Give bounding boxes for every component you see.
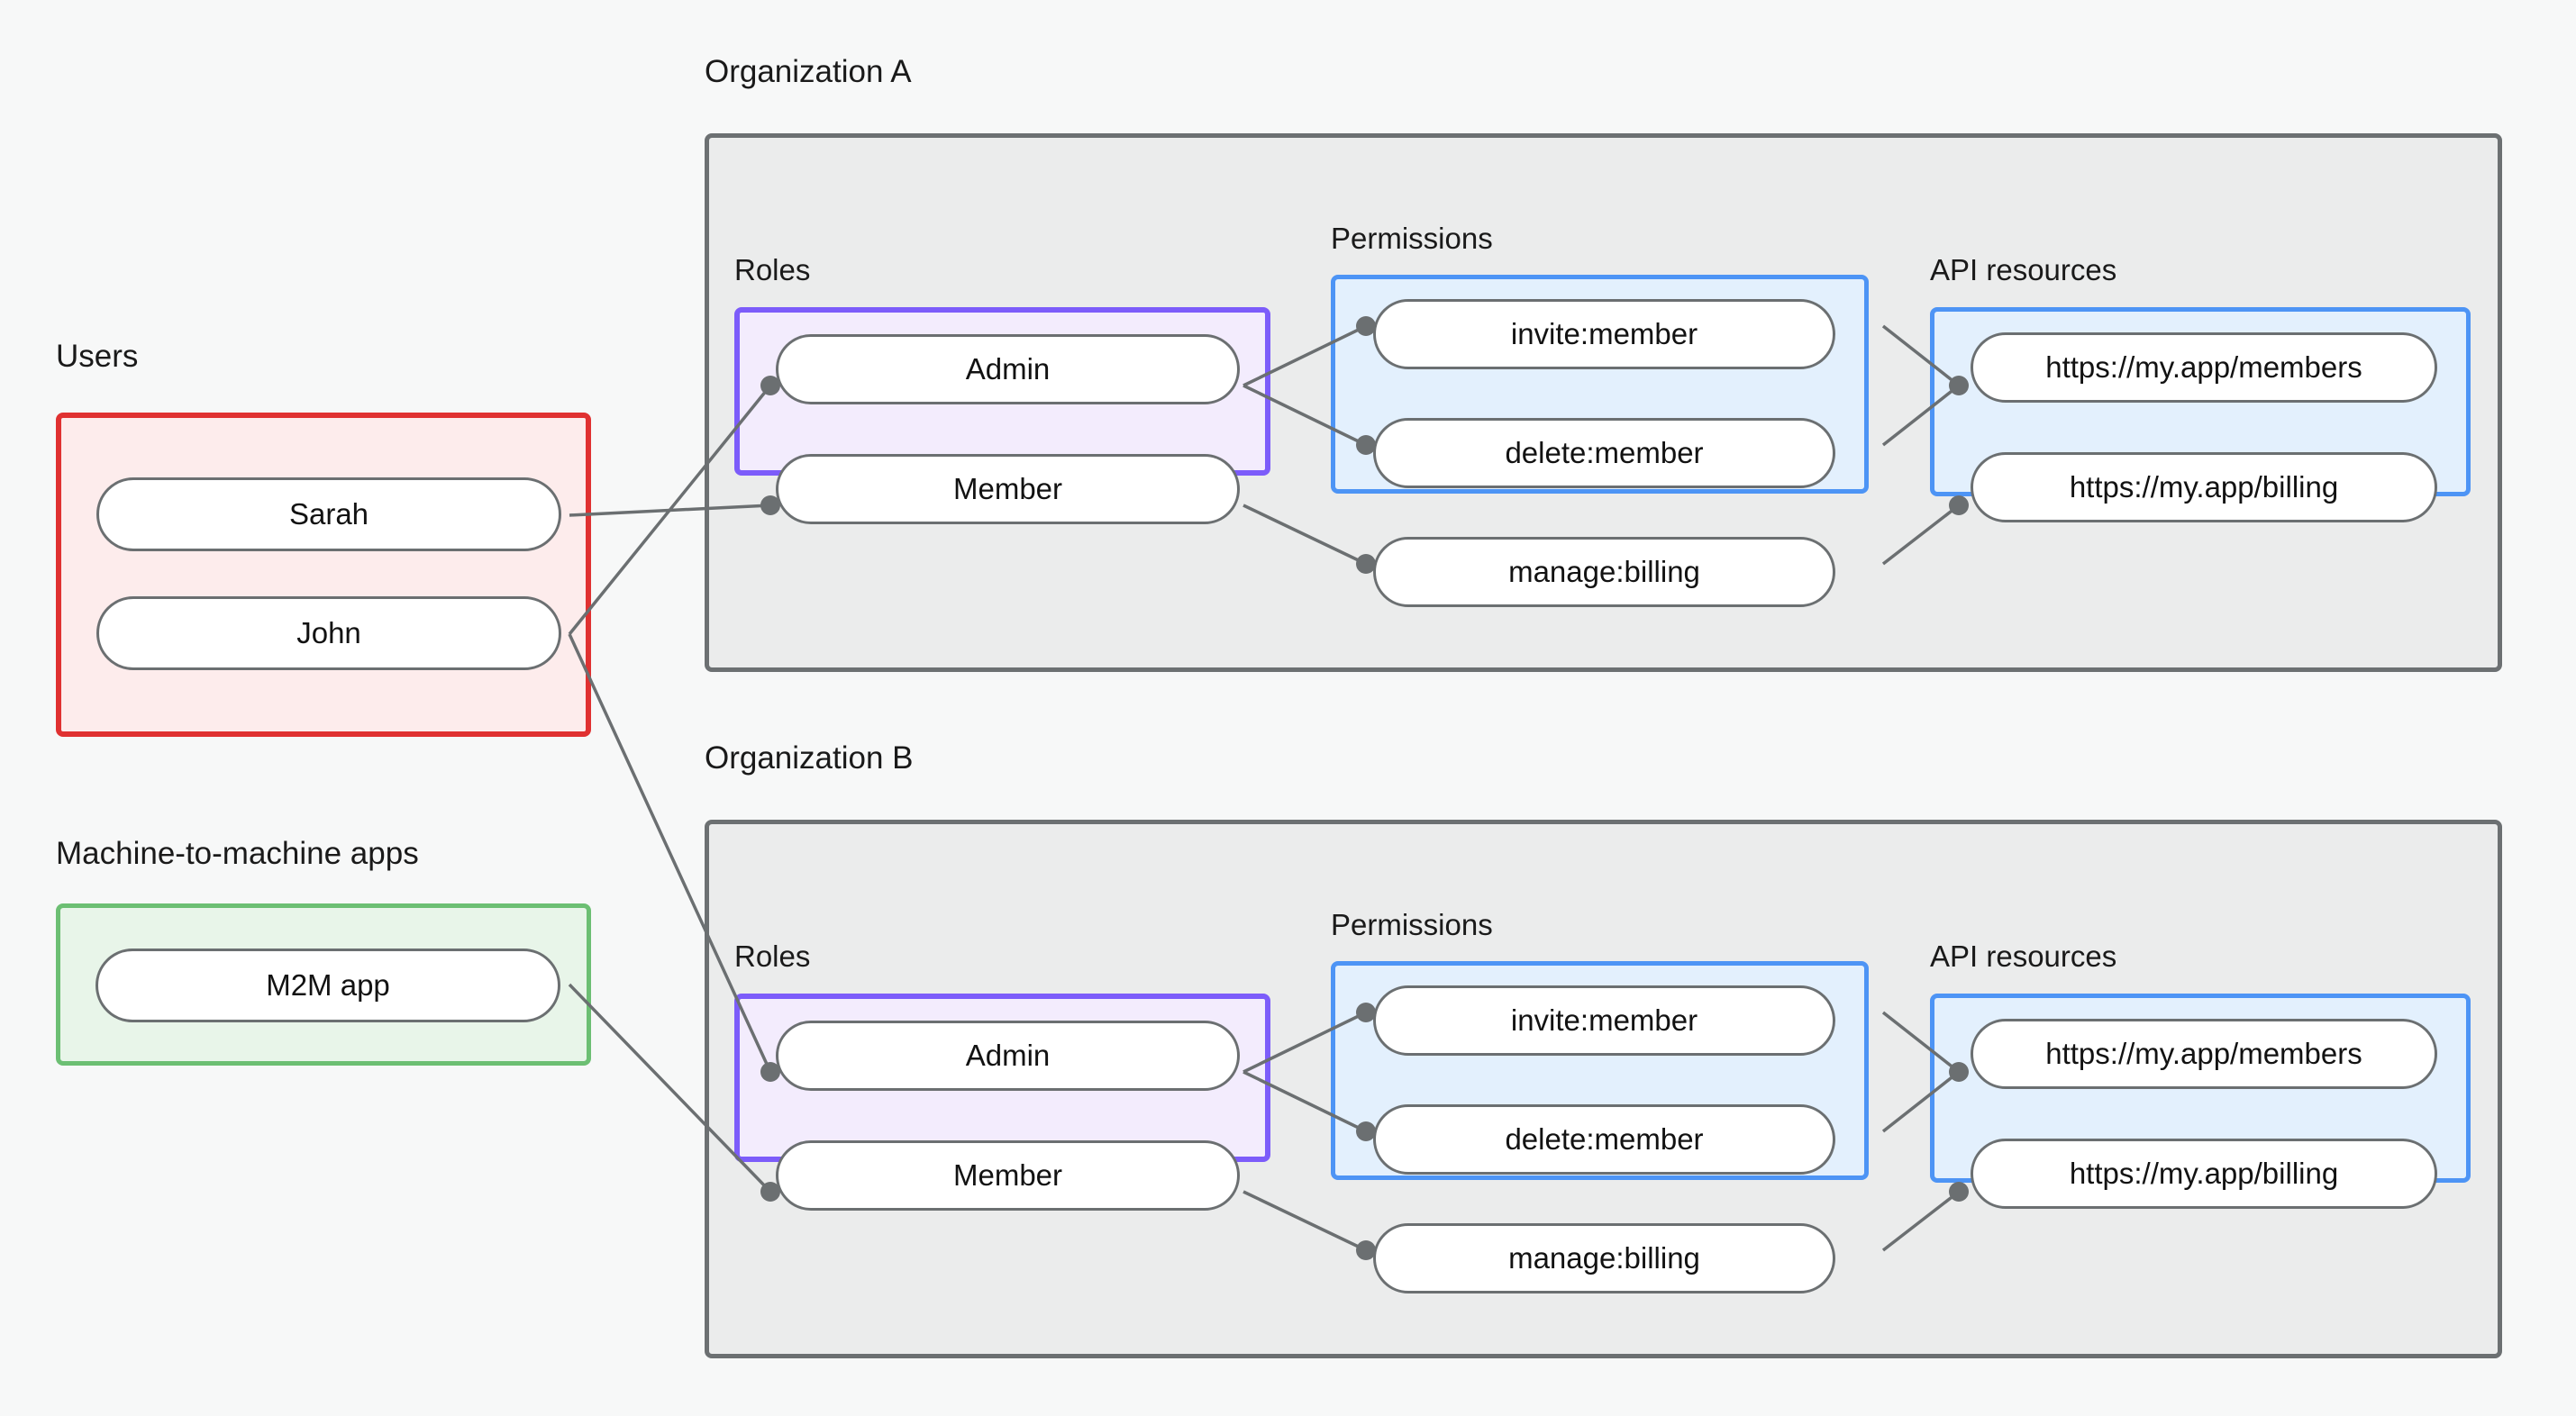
org-a-role-member[interactable]: Member [776,454,1240,524]
organization-b-group: Roles Admin Member Permissions invite:me… [705,820,2502,1358]
org-a-permission-invite-member[interactable]: invite:member [1373,299,1835,369]
org-b-role-admin[interactable]: Admin [776,1021,1240,1091]
organization-a-caption: Organization A [705,54,912,89]
org-b-permission-delete-member[interactable]: delete:member [1373,1104,1835,1175]
org-b-roles-caption: Roles [734,939,811,973]
org-a-api-resources-group: https://my.app/members https://my.app/bi… [1930,307,2471,522]
user-node-sarah[interactable]: Sarah [96,477,561,551]
org-a-permissions-caption: Permissions [1331,222,1493,255]
org-b-role-member[interactable]: Member [776,1140,1240,1211]
users-caption: Users [56,339,139,374]
org-a-roles-group: Admin Member [734,307,1270,524]
m2m-caption: Machine-to-machine apps [56,836,419,871]
org-b-api-resources-caption: API resources [1930,939,2117,973]
org-a-permissions-group: invite:member delete:member manage:billi… [1331,275,1869,607]
organization-a-group: Roles Admin Member Permissions invite:me… [705,133,2502,672]
org-b-roles-group: Admin Member [734,994,1270,1211]
org-b-permission-invite-member[interactable]: invite:member [1373,985,1835,1056]
org-b-permissions-group: invite:member delete:member manage:billi… [1331,961,1869,1293]
org-b-permission-manage-billing[interactable]: manage:billing [1373,1223,1835,1293]
organization-b-caption: Organization B [705,740,914,776]
org-b-api-resource-billing[interactable]: https://my.app/billing [1971,1139,2437,1209]
users-group: Sarah John [56,413,591,737]
org-b-permissions-caption: Permissions [1331,908,1493,941]
org-a-permission-manage-billing[interactable]: manage:billing [1373,537,1835,607]
org-a-api-resources-caption: API resources [1930,253,2117,286]
org-a-api-resource-members[interactable]: https://my.app/members [1971,332,2437,403]
org-b-api-resource-members[interactable]: https://my.app/members [1971,1019,2437,1089]
org-a-permission-delete-member[interactable]: delete:member [1373,418,1835,488]
org-a-role-admin[interactable]: Admin [776,334,1240,404]
org-b-api-resources-group: https://my.app/members https://my.app/bi… [1930,994,2471,1209]
org-a-api-resource-billing[interactable]: https://my.app/billing [1971,452,2437,522]
user-node-john[interactable]: John [96,596,561,670]
m2m-group: M2M app [56,903,591,1066]
m2m-node-app[interactable]: M2M app [96,949,560,1022]
org-a-roles-caption: Roles [734,253,811,286]
